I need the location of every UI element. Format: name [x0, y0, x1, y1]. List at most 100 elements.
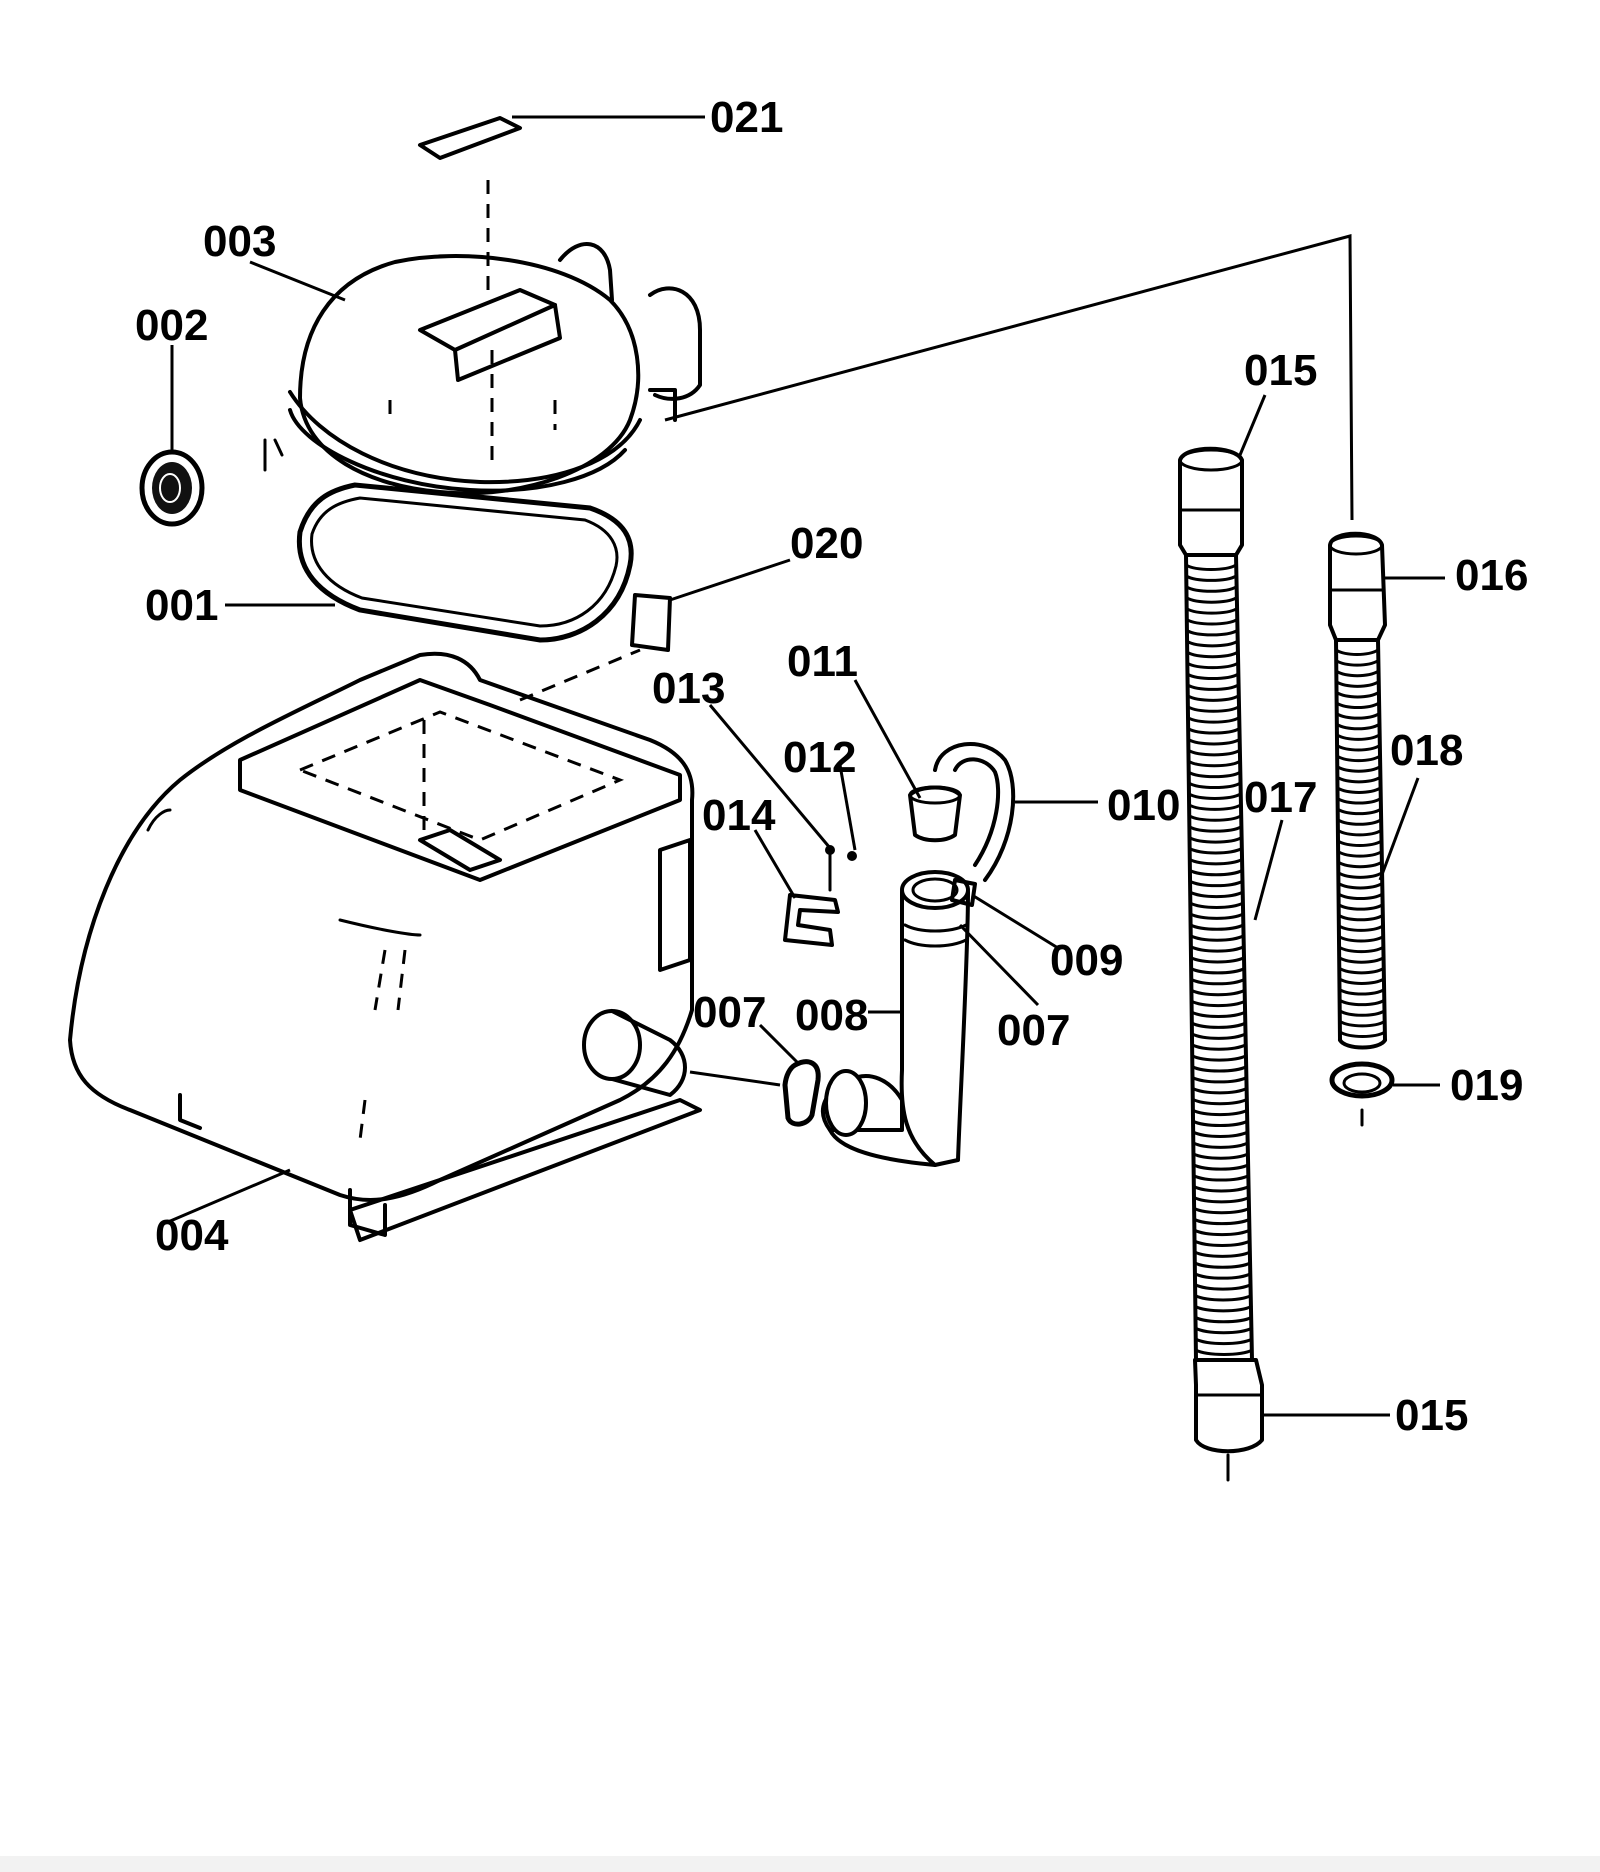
part-002-plug — [139, 449, 205, 527]
hose-rib — [1185, 650, 1240, 659]
hose-rib — [1189, 966, 1246, 975]
hose-rib — [1192, 1174, 1250, 1182]
label-016: 016 — [1455, 551, 1528, 600]
hose-rib — [1191, 1108, 1249, 1117]
hose-rib — [1190, 1010, 1247, 1019]
part-021-sticker — [418, 116, 522, 300]
label-010: 010 — [1107, 781, 1180, 830]
label-003: 003 — [203, 217, 276, 266]
hose-rib — [1335, 722, 1381, 731]
hose-rib — [1337, 966, 1386, 975]
hose-rib — [1184, 563, 1238, 571]
hose-rib — [1192, 1228, 1252, 1237]
hose-rib — [1188, 901, 1245, 909]
hose-rib — [1186, 748, 1242, 757]
hose-rib — [1192, 1206, 1251, 1215]
hose-rib — [1338, 1009, 1387, 1017]
hose-rib — [1190, 1021, 1247, 1029]
hose-rib — [1191, 1130, 1250, 1138]
hose-rib — [1338, 998, 1386, 1007]
hose-rib — [1336, 797, 1383, 805]
part-020-seal — [519, 593, 672, 702]
label-007-right: 007 — [997, 1006, 1070, 1055]
hose-rib — [1186, 694, 1241, 702]
hose-rib — [1189, 977, 1246, 986]
hose-rib — [1184, 596, 1239, 604]
hose-rib — [1193, 1293, 1253, 1302]
hose-rib — [1337, 945, 1385, 954]
part-001-gasket — [296, 482, 634, 643]
label-008: 008 — [795, 991, 868, 1040]
label-001: 001 — [145, 581, 218, 630]
hose-rib — [1189, 945, 1246, 953]
part-010-elbow — [933, 742, 1016, 882]
hose-rib — [1336, 828, 1383, 837]
part-018-short-hose — [1328, 531, 1387, 1050]
hose-rib — [1187, 825, 1243, 833]
hose-rib — [1189, 956, 1246, 964]
label-002: 002 — [135, 301, 208, 350]
hose-rib — [1188, 879, 1244, 888]
hose-rib — [1191, 1141, 1250, 1149]
hose-rib — [1193, 1304, 1253, 1313]
part-014-clip — [783, 893, 840, 947]
hose-rib — [1193, 1250, 1252, 1258]
hose-rib — [1189, 934, 1246, 942]
hose-rib — [1190, 1054, 1248, 1062]
hose-rib — [1338, 1019, 1387, 1028]
hose-rib — [1336, 818, 1383, 826]
label-020: 020 — [790, 519, 863, 568]
hose-rib — [1334, 659, 1380, 667]
hose-rib — [1187, 759, 1242, 768]
hose-rib — [1335, 786, 1383, 794]
part-labels: 021 003 002 001 020 011 013 012 014 010 … — [135, 93, 1528, 1440]
hose-rib — [1186, 716, 1241, 724]
hose-rib — [1192, 1163, 1250, 1171]
hose-rib — [1186, 727, 1241, 735]
hose-rib — [1192, 1217, 1251, 1226]
hose-rib — [1186, 737, 1242, 746]
hose-rib — [1337, 935, 1385, 943]
hose-rib — [1335, 744, 1382, 752]
hose-rib — [1193, 1261, 1252, 1269]
hose-rib — [1187, 770, 1242, 779]
hose-rib — [1337, 956, 1386, 964]
part-011-cap — [908, 785, 962, 843]
hose-rib — [1185, 607, 1239, 615]
hose-rib — [1336, 881, 1384, 890]
hose-rib — [1185, 661, 1240, 670]
hose-rib — [1187, 781, 1242, 790]
hose-rib — [1186, 705, 1241, 713]
hose-rib — [1186, 683, 1240, 691]
hose-rib — [1188, 890, 1245, 899]
hose-rib — [1335, 712, 1381, 720]
part-017-long-hose — [1178, 446, 1264, 1482]
label-015-bottom: 015 — [1395, 1391, 1468, 1440]
leader-lines — [167, 115, 1445, 1417]
hose-rib — [1187, 792, 1243, 800]
hose-rib — [1192, 1195, 1251, 1204]
label-019: 019 — [1450, 1061, 1523, 1110]
hose-rib — [1334, 648, 1380, 656]
hose-rib — [1338, 988, 1386, 996]
hose-rib — [1337, 977, 1386, 985]
part-007-clip-lower — [782, 1059, 821, 1127]
hose-rib — [1334, 669, 1380, 678]
hose-rib — [1335, 701, 1381, 710]
hose-rib — [1335, 765, 1382, 773]
hose-rib — [1193, 1272, 1252, 1280]
hose-rib — [1190, 1043, 1248, 1051]
hose-rib — [1193, 1283, 1253, 1291]
hose-rib — [1185, 628, 1239, 637]
part-003-cover — [263, 242, 702, 496]
hose-rib — [1336, 860, 1384, 869]
label-011: 011 — [787, 637, 858, 686]
hose-rib — [1193, 1239, 1252, 1247]
hose-rib — [1192, 1152, 1250, 1160]
label-021: 021 — [710, 93, 783, 142]
label-015-top: 015 — [1244, 346, 1317, 395]
hose-rib — [1192, 1184, 1251, 1193]
hose-rib — [1335, 754, 1382, 763]
hose-rib — [1336, 850, 1384, 858]
